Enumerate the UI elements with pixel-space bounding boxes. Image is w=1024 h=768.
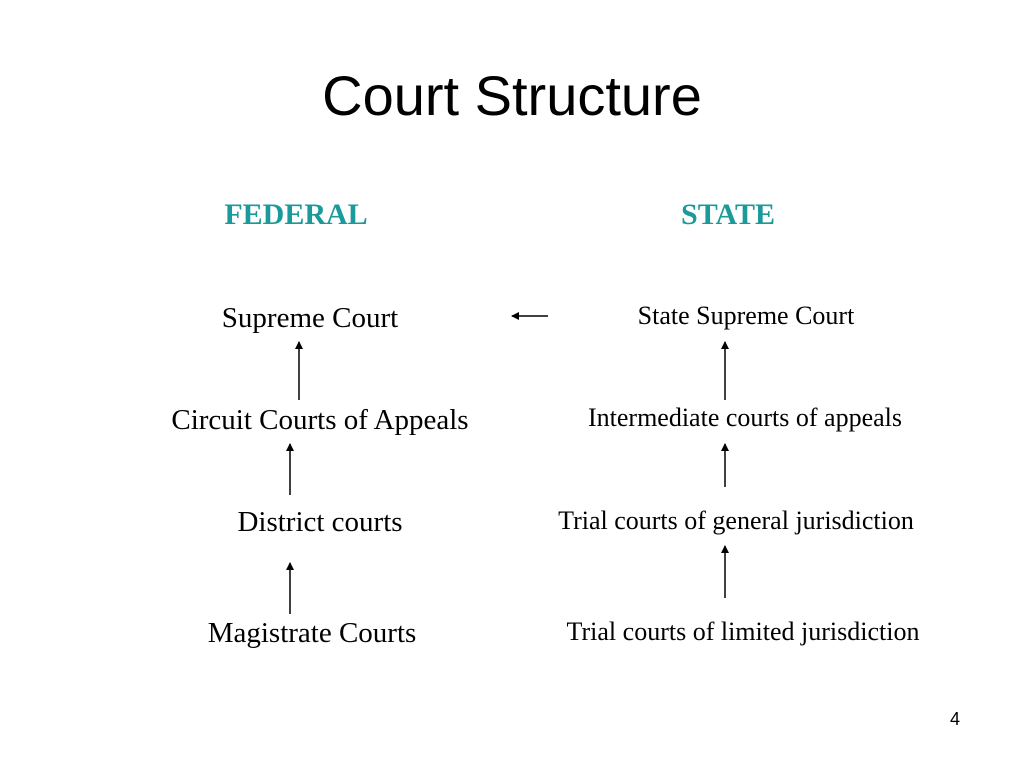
federal-district-courts: District courts [237,506,403,538]
federal-circuit-courts: Circuit Courts of Appeals [171,404,469,436]
state-heading: STATE [681,198,775,231]
federal-supreme-court: Supreme Court [221,302,399,334]
federal-magistrate-courts: Magistrate Courts [207,617,417,649]
page-number: 4 [949,709,960,729]
state-trial-general: Trial courts of general jurisdiction [558,506,914,535]
state-trial-limited: Trial courts of limited jurisdiction [566,617,920,646]
state-supreme-court: State Supreme Court [637,301,855,330]
federal-heading: FEDERAL [224,198,368,231]
state-intermediate-courts: Intermediate courts of appeals [587,403,903,432]
slide-title: Court Structure [322,64,702,127]
